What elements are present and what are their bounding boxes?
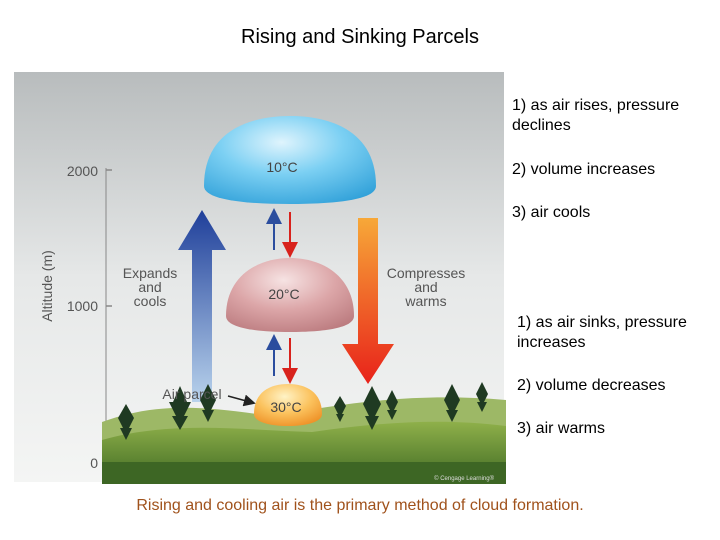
- compresses-label-3: warms: [404, 293, 446, 309]
- y-tick-label-0: 0: [90, 455, 98, 471]
- footer-caption: Rising and cooling air is the primary me…: [0, 497, 720, 515]
- parcel-middle-temp: 20°C: [268, 286, 299, 302]
- rising-note-1: 1) as air rises, pressure declines: [512, 96, 712, 136]
- y-axis-label: Altitude (m): [39, 250, 55, 322]
- y-tick-label-2000: 2000: [67, 163, 98, 179]
- y-tick-label-1000: 1000: [67, 298, 98, 314]
- air-parcel-label: Air parcel: [162, 386, 221, 402]
- parcel-bottom-temp: 30°C: [270, 399, 301, 415]
- page-title: Rising and Sinking Parcels: [0, 26, 720, 49]
- sinking-note-1: 1) as air sinks, pressure increases: [517, 313, 717, 353]
- sinking-note-3: 3) air warms: [517, 419, 717, 439]
- parcel-top-temp: 10°C: [266, 159, 297, 175]
- rising-note-3: 3) air cools: [512, 203, 712, 223]
- sinking-note-2: 2) volume decreases: [517, 376, 717, 396]
- rising-sinking-diagram: 2000 1000 0 Altitude (m) Expands and coo…: [12, 70, 508, 486]
- expands-label-3: cools: [134, 293, 167, 309]
- image-credit: © Cengage Learning®: [434, 475, 494, 482]
- rising-note-2: 2) volume increases: [512, 160, 712, 180]
